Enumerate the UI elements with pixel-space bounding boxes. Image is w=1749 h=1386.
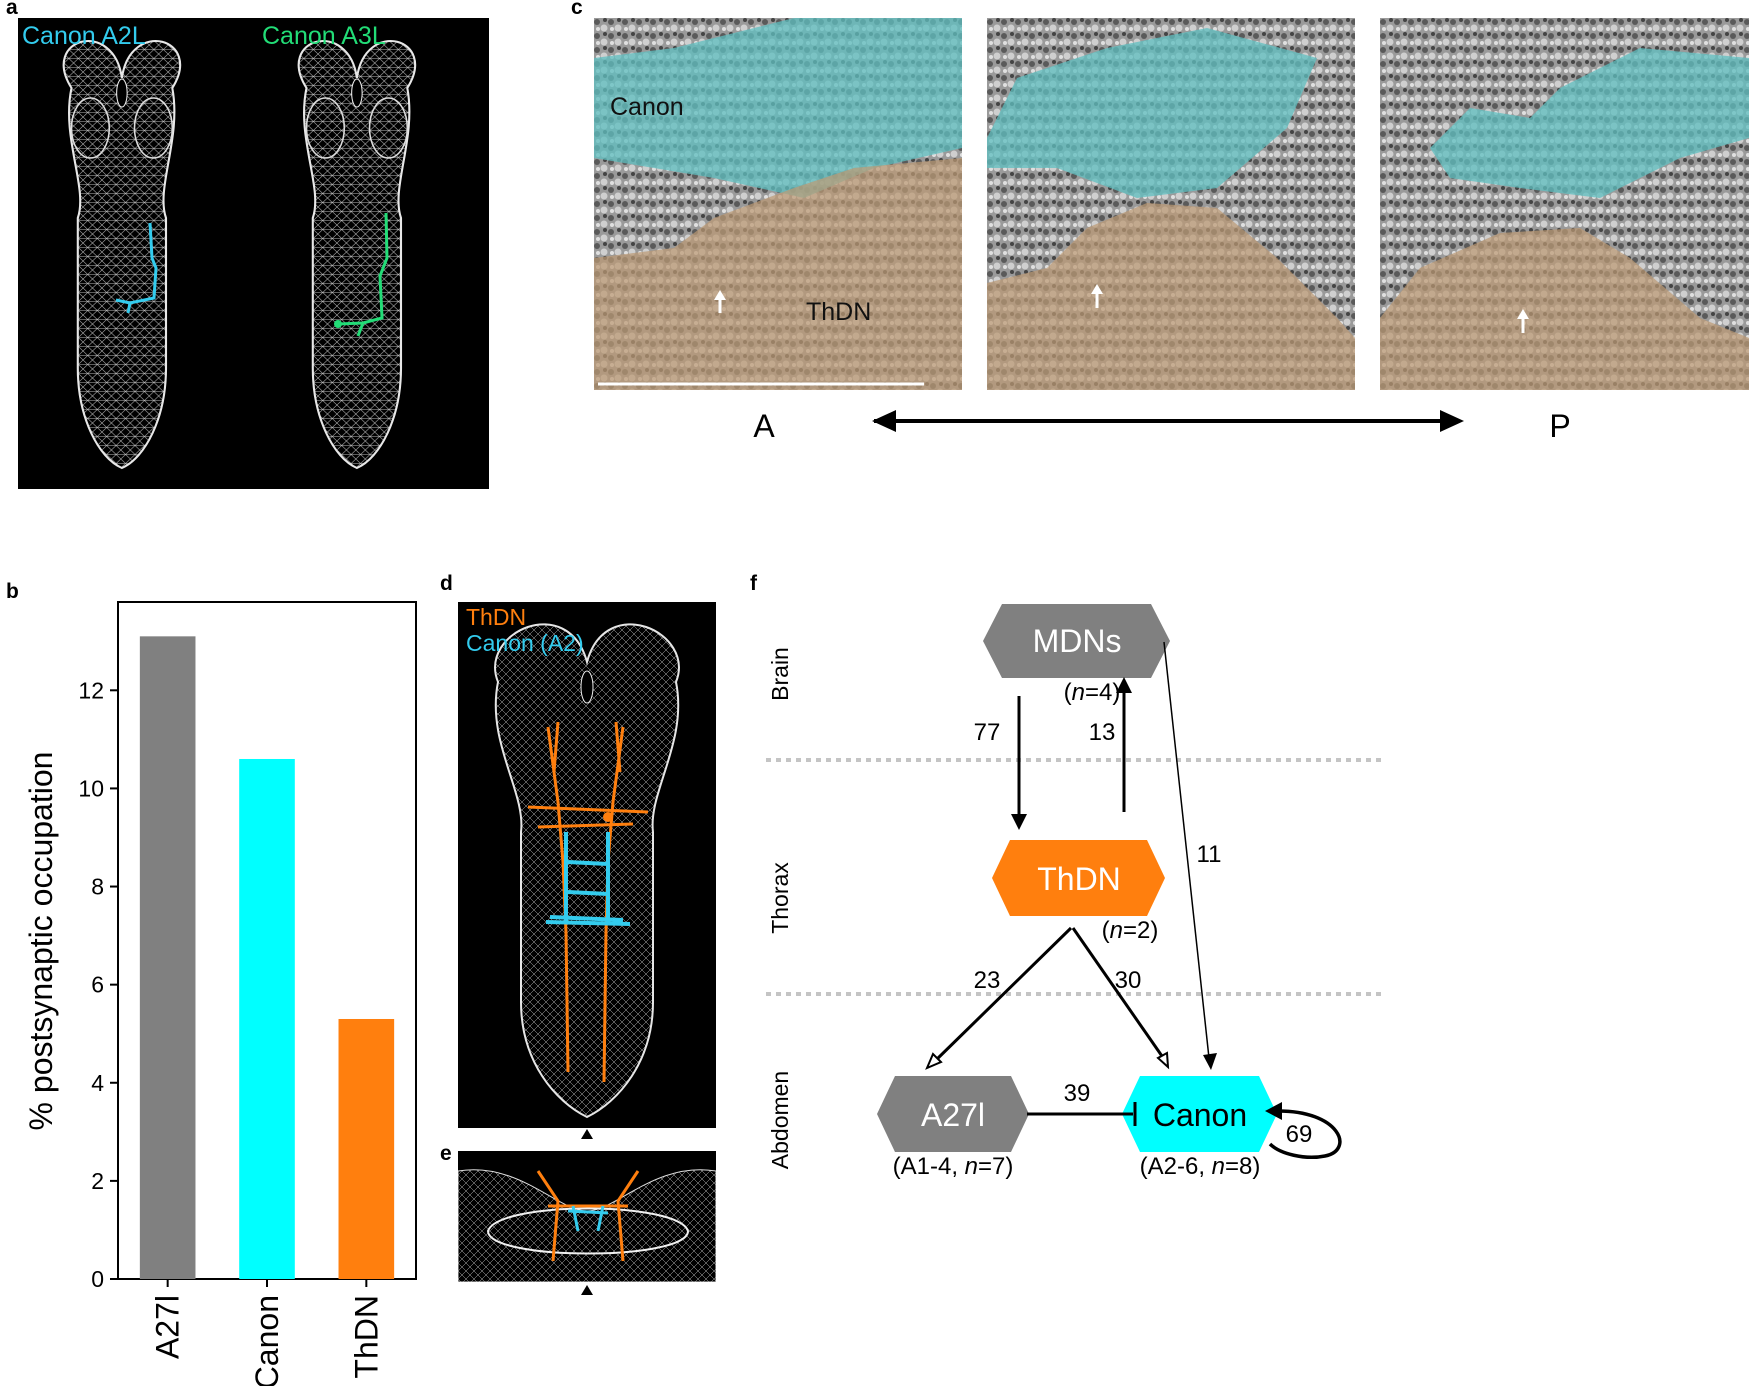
y-tick-label: 8	[91, 874, 104, 900]
em-section-posterior	[1380, 18, 1749, 390]
mdn-label: MDNs	[1033, 623, 1122, 659]
edge-a27l-to-canon	[1027, 1102, 1137, 1126]
a27l-label: A27l	[921, 1097, 985, 1133]
edge-thdn-to-a27l	[925, 926, 1073, 1070]
thdn-d-label: ThDN	[466, 604, 527, 630]
region-thorax: Thorax	[767, 862, 793, 934]
region-abdomen: Abdomen	[767, 1071, 793, 1169]
weight-thdn-to-a27l: 23	[974, 967, 1001, 994]
axis-anterior-label: A	[753, 408, 775, 444]
region-brain: Brain	[767, 647, 793, 701]
panel-label-e: e	[440, 1142, 452, 1165]
bar-chart: % postsynaptic occupation 0 2 4 6 8 10 12 A27l…	[23, 601, 417, 1386]
y-tick-label: 2	[91, 1168, 104, 1194]
marker-triangle-d-icon	[581, 1129, 593, 1139]
edge-canon-self	[1265, 1102, 1342, 1159]
panel-label-a: a	[6, 0, 18, 19]
a27l-node: A27l	[877, 1076, 1029, 1152]
canon-label: Canon	[1153, 1097, 1247, 1133]
canon-cross-section	[567, 1205, 609, 1232]
mdn-count: (n=4)	[1064, 679, 1121, 706]
x-tick-label: A27l	[150, 1295, 186, 1359]
canon-a2l-label: Canon A2L	[22, 22, 146, 50]
canon-a2-neuron	[545, 832, 631, 926]
panel-a-image: Canon A2L Canon A3L	[18, 18, 489, 489]
bar-thdn	[338, 1018, 395, 1279]
panel-label-f: f	[750, 572, 757, 595]
canon-node: Canon	[1122, 1076, 1277, 1152]
panel-d-image: ThDN Canon (A2)	[458, 602, 716, 1128]
weight-mdn-to-canon: 11	[1197, 841, 1222, 868]
y-tick-label: 0	[91, 1266, 104, 1292]
axis-posterior-label: P	[1549, 408, 1570, 444]
mdn-node: MDNs	[983, 604, 1170, 678]
edge-thdn-to-mdn	[1116, 677, 1132, 812]
marker-triangle-e-icon	[581, 1285, 593, 1295]
arrow-right-icon	[1440, 410, 1464, 432]
y-tick-label: 12	[78, 677, 104, 703]
thdn-cross-section	[536, 1170, 640, 1262]
weight-a27l-to-canon: 39	[1064, 1080, 1091, 1107]
thdn-em-label: ThDN	[806, 298, 872, 326]
canon-count: (A2-6, n=8)	[1140, 1153, 1261, 1180]
edge-mdn-to-thdn	[1011, 696, 1027, 830]
vnc-wireframe-pair	[62, 39, 417, 470]
arrow-left-icon	[872, 410, 896, 432]
canon-a3l-label: Canon A3L	[262, 22, 386, 50]
x-tick-label: Canon	[249, 1295, 285, 1386]
y-tick-label: 4	[91, 1070, 104, 1096]
y-axis-label: % postsynaptic occupation	[23, 752, 59, 1131]
y-tick-label: 10	[78, 775, 104, 801]
weight-mdn-to-thdn: 77	[974, 719, 1001, 746]
canon-a2l-neuron	[115, 222, 158, 314]
a27l-count: (A1-4, n=7)	[893, 1153, 1014, 1180]
canon-d-label: Canon (A2)	[466, 630, 584, 656]
x-tick-label: ThDN	[348, 1295, 384, 1379]
em-section-middle	[987, 18, 1355, 390]
weight-thdn-to-canon: 30	[1115, 967, 1142, 994]
panel-label-c: c	[571, 0, 583, 19]
panel-label-d: d	[440, 572, 453, 595]
em-section-anterior: Canon ThDN	[594, 18, 962, 390]
thdn-label: ThDN	[1037, 861, 1121, 897]
circuit-diagram: Brain Thorax Abdomen MDNs (n=4) ThDN (n=…	[766, 604, 1386, 1180]
weight-thdn-to-mdn: 13	[1089, 719, 1116, 746]
panel-e-image	[458, 1151, 716, 1282]
bar-a27l	[139, 636, 196, 1279]
canon-em-label: Canon	[610, 93, 684, 121]
edge-thdn-to-canon	[1071, 927, 1170, 1070]
ap-axis: A P	[753, 408, 1570, 444]
edge-mdn-to-canon	[1163, 641, 1217, 1070]
thdn-count: (n=2)	[1102, 917, 1159, 944]
y-tick-label: 6	[91, 972, 104, 998]
thdn-node: ThDN	[992, 840, 1165, 916]
canon-a3l-neuron	[337, 212, 389, 337]
bar-canon	[239, 758, 295, 1279]
panel-label-b: b	[6, 580, 19, 603]
weight-canon-self: 69	[1286, 1121, 1313, 1148]
